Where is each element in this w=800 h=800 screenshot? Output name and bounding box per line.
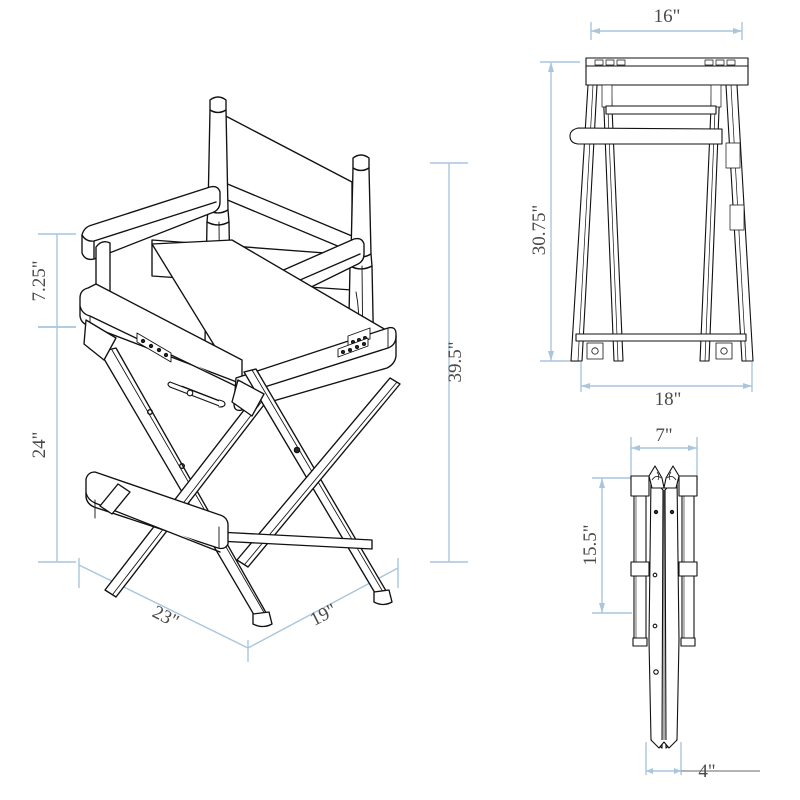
folded-leg-left xyxy=(648,477,664,749)
dim-label-15-5: 15.5" xyxy=(580,524,601,565)
dim-7-line xyxy=(630,437,698,480)
dim-15-5-line xyxy=(592,477,632,614)
dim-label-4: 4" xyxy=(698,761,715,782)
dim-4-line xyxy=(645,742,760,775)
dim-39-5-line xyxy=(430,162,468,563)
dim-label-7: 7" xyxy=(655,425,672,446)
side-footrest xyxy=(569,127,723,145)
dim-label-24: 24" xyxy=(29,432,50,459)
folded-armrest-notch-left xyxy=(648,465,665,489)
isometric-chair-view xyxy=(79,96,401,628)
dim-16-line xyxy=(590,22,743,40)
folded-armrest-notch-right xyxy=(663,465,680,489)
folded-feet xyxy=(650,739,678,749)
armrest-left xyxy=(81,185,221,261)
seat-hardware-right xyxy=(337,327,371,358)
folded-post-left xyxy=(630,475,650,647)
dim-label-16: 16" xyxy=(654,6,681,27)
folded-post-right xyxy=(678,475,698,647)
folded-front-view xyxy=(630,465,698,749)
seat-hardware-left xyxy=(136,332,172,363)
side-upper-stretcher xyxy=(605,105,717,115)
leg-foot-front-left xyxy=(99,483,131,515)
leg-foot-rear-right xyxy=(373,589,393,606)
folded-leg-right xyxy=(664,477,680,749)
side-leg-outer-right xyxy=(725,84,754,362)
leg-foot-front-right xyxy=(252,611,273,628)
dim-label-39-5: 39.5" xyxy=(445,341,466,382)
dimension-lines-group xyxy=(38,22,760,775)
dim-18-line xyxy=(580,362,753,392)
dim-23-line xyxy=(78,558,249,649)
seat-corner-block xyxy=(83,319,265,417)
seat-top-board xyxy=(585,57,749,86)
side-foot-right xyxy=(715,342,733,360)
leg-cross-rear-right xyxy=(236,377,401,568)
side-lower-stretcher xyxy=(575,333,747,342)
dim-30-75-line xyxy=(540,61,580,362)
seat-tensioner-bar xyxy=(167,381,226,408)
side-elevation-view xyxy=(569,57,754,362)
dim-label-7-25: 7.25" xyxy=(29,260,50,301)
dim-label-30-75: 30.75" xyxy=(529,205,550,256)
dim-label-18: 18" xyxy=(655,389,682,410)
side-leg-inner-right xyxy=(699,84,722,362)
dim-24-line xyxy=(38,326,76,563)
side-foot-left xyxy=(586,342,604,360)
